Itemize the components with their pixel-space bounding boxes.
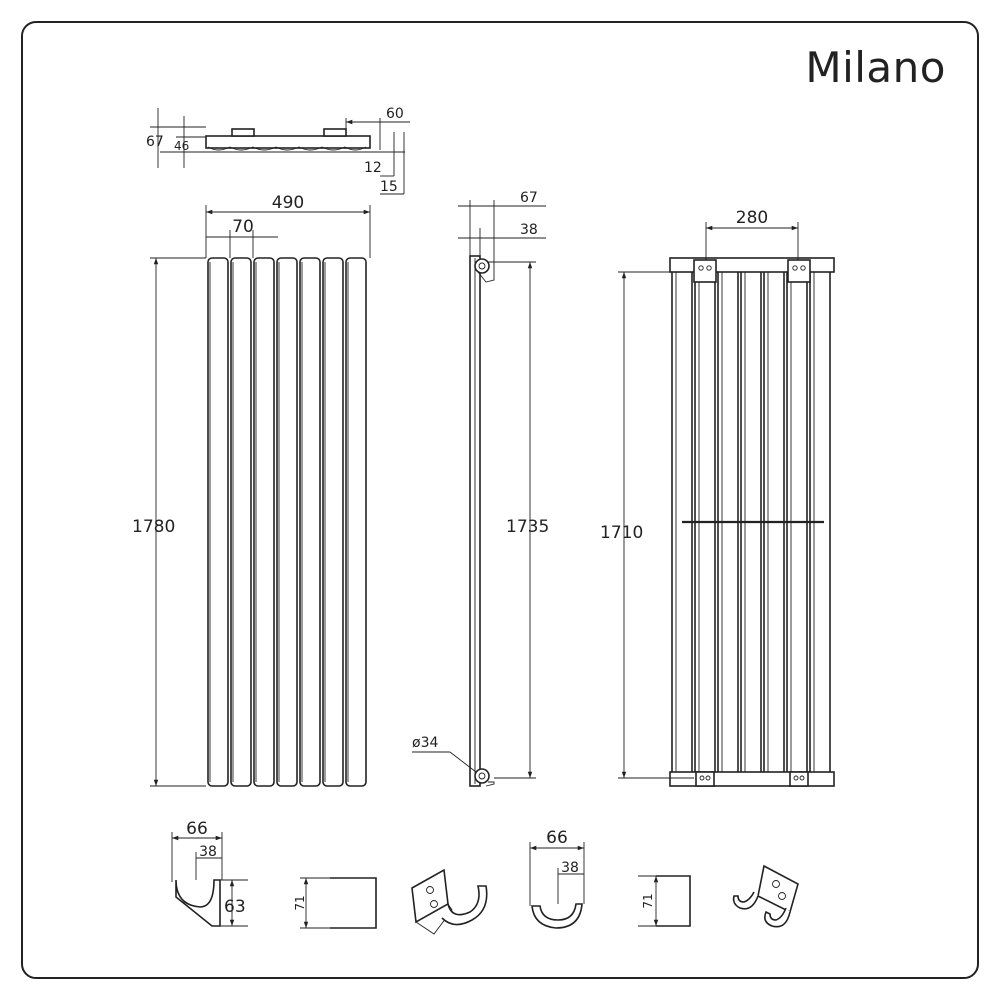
top-dim-depth-panel: 46 [174,139,189,153]
front-column [230,257,252,787]
bracket-b-plate: 71 [638,875,691,927]
front-dim-width: 490 [272,193,304,213]
rear-dim-height: 1710 [600,523,643,543]
bracket-b-iso-hook-left [732,891,759,910]
bracket-a-iso-plate [411,868,449,924]
front-column [345,257,367,787]
bracket-b-iso-plate [757,864,799,914]
side-view-bracket-bottom [485,781,495,787]
bracket-b-side: 66 38 [529,828,585,929]
bracket-b-dim-width: 66 [546,828,568,848]
front-view-columns [207,257,367,787]
brand-title: Milano [805,43,946,92]
front-column [207,257,229,787]
side-dim-depth-panel: 38 [520,222,538,238]
top-view-valve-right [323,128,347,137]
rear-bracket-top-right [787,259,811,283]
top-view: 67 46 60 12 15 [146,106,410,195]
top-dim-depth-total: 67 [146,134,164,150]
bracket-b-side-shape [531,903,583,929]
top-dim-bracket-offset: 60 [386,106,404,122]
top-dim-wall-gap-b: 15 [380,179,398,195]
bracket-a-dim-height: 63 [224,897,246,917]
bracket-a-dim-plate-height: 71 [293,895,307,910]
front-column [322,257,344,787]
bracket-a-plate-shape [330,877,377,929]
bracket-a-iso-hook [441,885,488,926]
side-dim-height: 1735 [506,517,549,537]
front-column [253,257,275,787]
top-dim-wall-gap-a: 12 [364,160,382,176]
bracket-a-dim-width: 66 [186,819,208,839]
rear-bracket-bottom-right [789,771,809,787]
rear-view-bottom-header [669,771,835,787]
side-view: 67 38 1735 ø34 [412,190,549,787]
front-dim-height: 1780 [132,517,175,537]
bracket-a-plate: 71 [293,877,377,929]
top-view-body [205,135,371,149]
side-view-bracket-top [477,261,495,283]
rear-bracket-bottom-left [695,771,715,787]
rear-dim-bracket-spacing: 280 [736,208,768,228]
front-column [299,257,321,787]
bracket-a-dim-inner: 38 [199,844,217,860]
rear-bracket-top-left [693,259,717,283]
bracket-b-dim-inner: 38 [561,860,579,876]
bracket-a-iso [411,868,488,935]
bracket-b-iso-hook-right [764,907,791,928]
side-view-pipe-bottom [474,768,490,784]
bracket-b-dim-plate-height: 71 [641,893,655,908]
bracket-b-plate-shape [656,875,691,927]
top-view-valve-left [231,128,255,137]
side-dim-depth-total: 67 [520,190,538,206]
rear-view: 280 1710 [600,208,835,787]
front-dim-column-pitch: 70 [232,217,254,237]
bracket-b-iso [732,864,799,928]
bracket-a-side: 66 38 63 [171,819,248,927]
side-dim-pipe: ø34 [412,735,438,751]
top-view-panel-waves [207,146,367,151]
side-view-pipe-top [474,258,490,274]
front-column [276,257,298,787]
front-view: 490 70 1780 [132,193,371,787]
bracket-a-side-shape [175,879,221,927]
drawing-frame [21,21,979,979]
